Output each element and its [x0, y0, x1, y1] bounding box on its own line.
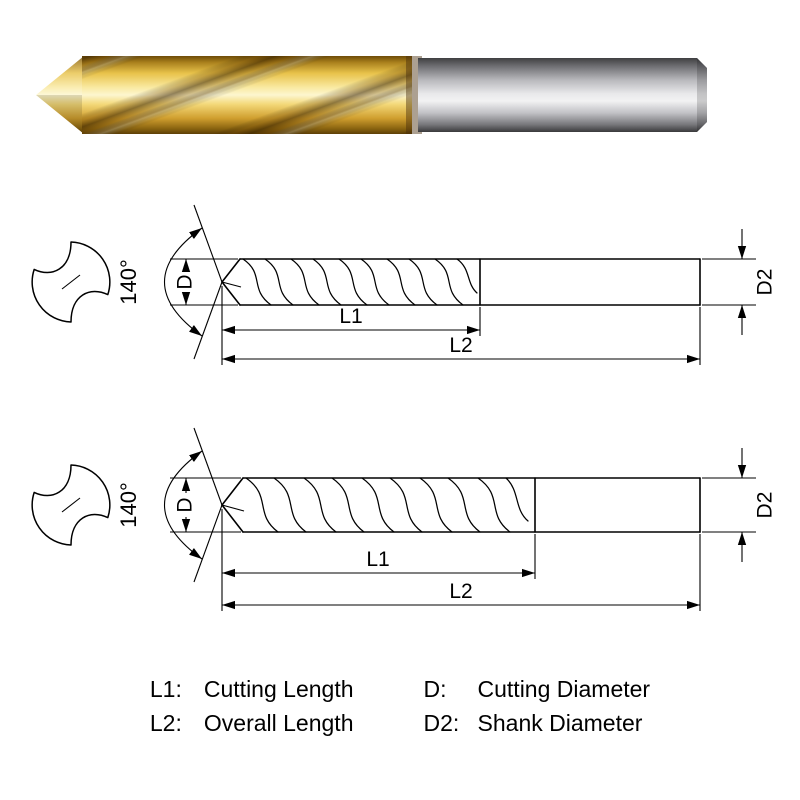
d2-dimension: D2 — [702, 229, 777, 335]
point-edge-lower — [221, 504, 244, 533]
legend-key-l1: L1: — [149, 676, 182, 702]
angle-line-lower — [193, 281, 223, 360]
d-label: D — [174, 274, 197, 289]
angle-label: 140° — [116, 482, 141, 528]
angle-line-lower — [193, 504, 223, 583]
legend-key-d: D: — [423, 676, 447, 702]
point-edge-upper — [221, 477, 244, 506]
angle-label: 140° — [116, 259, 141, 305]
l1-label: L1 — [339, 305, 362, 328]
point-angle-annotation: 140° — [116, 204, 223, 360]
legend-item-l2: L2: Overall Length — [150, 710, 354, 737]
flute-spirals — [245, 477, 529, 533]
drill-tip — [36, 56, 84, 134]
legend-desc-d2: Shank Diameter — [477, 710, 643, 736]
l1-dimension: L1 — [221, 509, 536, 611]
d-dimension: D — [170, 258, 238, 306]
point-edge-lower — [221, 281, 241, 306]
legend-item-d: D: Cutting Diameter — [424, 676, 651, 703]
legend-desc-l2: Overall Length — [203, 710, 354, 736]
l2-label: L2 — [449, 334, 472, 357]
legend-column-lengths: L1: Cutting Length L2: Overall Length — [150, 676, 354, 737]
chisel-edge-line — [61, 274, 81, 290]
point-chisel-line — [221, 281, 242, 288]
legend-key-d2: D2: — [423, 710, 460, 736]
flute-spirals — [242, 258, 478, 306]
l2-dimension: L2 — [222, 534, 701, 611]
technical-drawing-1: 140° D — [31, 204, 777, 365]
legend-key-l2: L2: — [149, 710, 182, 736]
angle-line-upper — [193, 427, 223, 506]
angle-arc — [164, 227, 203, 337]
technical-drawing-2: 140° D — [31, 427, 777, 611]
l2-dimension: L2 — [222, 307, 701, 365]
shank-section — [418, 58, 707, 132]
legend-item-d2: D2: Shank Diameter — [424, 710, 651, 737]
point-chisel-line — [221, 504, 245, 512]
tip-highlight-facet — [36, 56, 84, 95]
drill-outline — [221, 477, 701, 533]
l2-label: L2 — [449, 580, 472, 603]
legend-item-l1: L1: Cutting Length — [150, 676, 354, 703]
l1-label: L1 — [366, 548, 389, 571]
point-edge-upper — [221, 258, 241, 283]
product-photo — [36, 56, 707, 134]
cross-section-view — [31, 241, 111, 323]
legend-desc-d: Cutting Diameter — [477, 676, 651, 702]
shank-end-chamfer — [697, 58, 707, 132]
chisel-edge-line — [61, 497, 81, 513]
legend: L1: Cutting Length L2: Overall Length D: Cu… — [0, 676, 800, 737]
tip-cone — [36, 56, 84, 134]
legend-column-diameters: D: Cutting Diameter D2: Shank Diameter — [424, 676, 651, 737]
angle-arc — [164, 450, 203, 560]
point-angle-annotation: 140° — [116, 427, 223, 583]
flute-section — [82, 56, 422, 134]
flute-helix-grooves-2 — [82, 56, 412, 134]
legend-desc-l1: Cutting Length — [203, 676, 354, 702]
l1-dimension: L1 — [221, 286, 481, 365]
d-label: D — [174, 497, 197, 512]
angle-line-upper — [193, 204, 223, 283]
d-dimension: D — [170, 477, 241, 533]
shank-body — [418, 58, 707, 132]
tip-shadow-facet — [36, 95, 84, 134]
drill-outline — [221, 258, 701, 306]
cross-section-view — [31, 464, 111, 546]
d2-label: D2 — [754, 492, 777, 519]
d2-label: D2 — [754, 269, 777, 296]
d2-dimension: D2 — [702, 448, 777, 562]
